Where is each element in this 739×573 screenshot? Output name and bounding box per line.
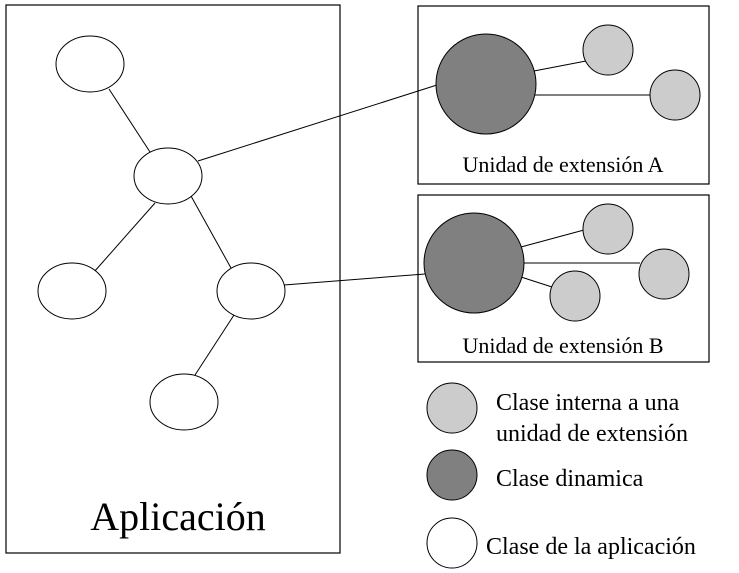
legend-internal-class-icon — [426, 382, 478, 434]
legend-dynamic-class-label: Clase dinamica — [496, 466, 644, 492]
edge-app-right-to-bottom — [194, 314, 235, 376]
app-class-node-right — [216, 262, 286, 320]
app-class-node-top — [55, 35, 125, 93]
legend-internal-class-label-line1: Clase interna a una — [496, 390, 680, 416]
edge-dynamic-b-to-internal-3 — [520, 276, 553, 288]
app-class-node-left — [37, 262, 107, 320]
application-box — [5, 4, 341, 554]
internal-class-node-a1 — [582, 24, 634, 76]
app-class-node-center — [133, 147, 203, 205]
extension-unit-a-box — [417, 5, 710, 185]
dynamic-class-node-a — [435, 33, 537, 135]
legend-app-class-icon — [426, 517, 478, 569]
app-class-node-bottom — [149, 373, 219, 431]
edge-app-to-dynamic-b — [283, 273, 426, 286]
legend-app-class-label: Clase de la aplicación — [486, 534, 696, 560]
edge-dynamic-a-to-internal-1 — [533, 60, 587, 72]
legend: Clase interna a una unidad de extensión … — [426, 382, 696, 569]
internal-class-node-b1 — [582, 203, 634, 255]
extension-unit-b-box — [417, 194, 710, 363]
edge-dynamic-b-to-internal-1 — [520, 229, 585, 248]
dynamic-class-node-b — [423, 212, 525, 314]
application-title: Aplicación — [90, 494, 266, 539]
extension-unit-b-label: Unidad de extensión B — [462, 333, 663, 358]
legend-dynamic-class-icon — [426, 449, 478, 501]
legend-internal-class-label-line2: unidad de extensión — [496, 421, 688, 447]
internal-class-node-b2 — [638, 248, 690, 300]
edge-app-top-to-center — [108, 88, 151, 153]
internal-class-node-b3 — [549, 270, 601, 322]
extension-unit-a-label: Unidad de extensión A — [462, 152, 663, 177]
edge-app-to-dynamic-a — [197, 84, 438, 162]
edge-app-center-to-left — [93, 202, 156, 273]
edge-app-center-to-right — [190, 195, 232, 269]
internal-class-node-a2 — [649, 69, 701, 121]
